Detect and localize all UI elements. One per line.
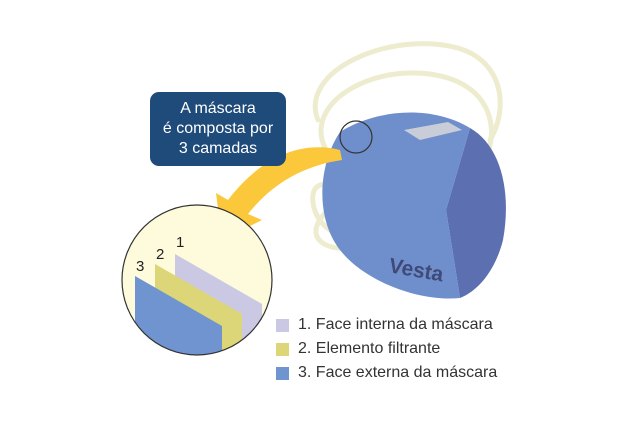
mask-front [322,112,470,299]
legend-swatch-2 [276,342,289,356]
legend-label-3: 3. Face externa da máscara [298,364,498,381]
magnifier [121,204,273,356]
zoom-focus-ring [339,120,373,154]
layer-number-3: 3 [136,258,145,275]
mask-side-panel [446,128,506,298]
nose-clip [404,122,462,140]
callout-line-3: 3 camadas [178,140,258,157]
legend: 1. Face interna da máscara 2. Elemento f… [276,313,497,385]
layer-number-2: 2 [156,246,165,263]
legend-swatch-1 [276,318,289,332]
legend-swatch-3 [276,366,289,380]
legend-item-2: 2. Elemento filtrante [276,337,497,361]
callout-box: A máscara é composta por 3 camadas [150,92,286,166]
callout-line-1: A máscara [180,100,256,117]
strap-top [312,41,503,143]
legend-label-1: 1. Face interna da máscara [298,316,493,333]
legend-item-3: 3. Face externa da máscara [276,361,497,385]
layer-number-1: 1 [176,234,185,251]
curved-arrow [216,147,342,240]
legend-label-2: 2. Elemento filtrante [298,340,441,357]
callout-line-2: é composta por [162,120,274,137]
legend-item-1: 1. Face interna da máscara [276,313,497,337]
strap-upper [318,70,494,161]
